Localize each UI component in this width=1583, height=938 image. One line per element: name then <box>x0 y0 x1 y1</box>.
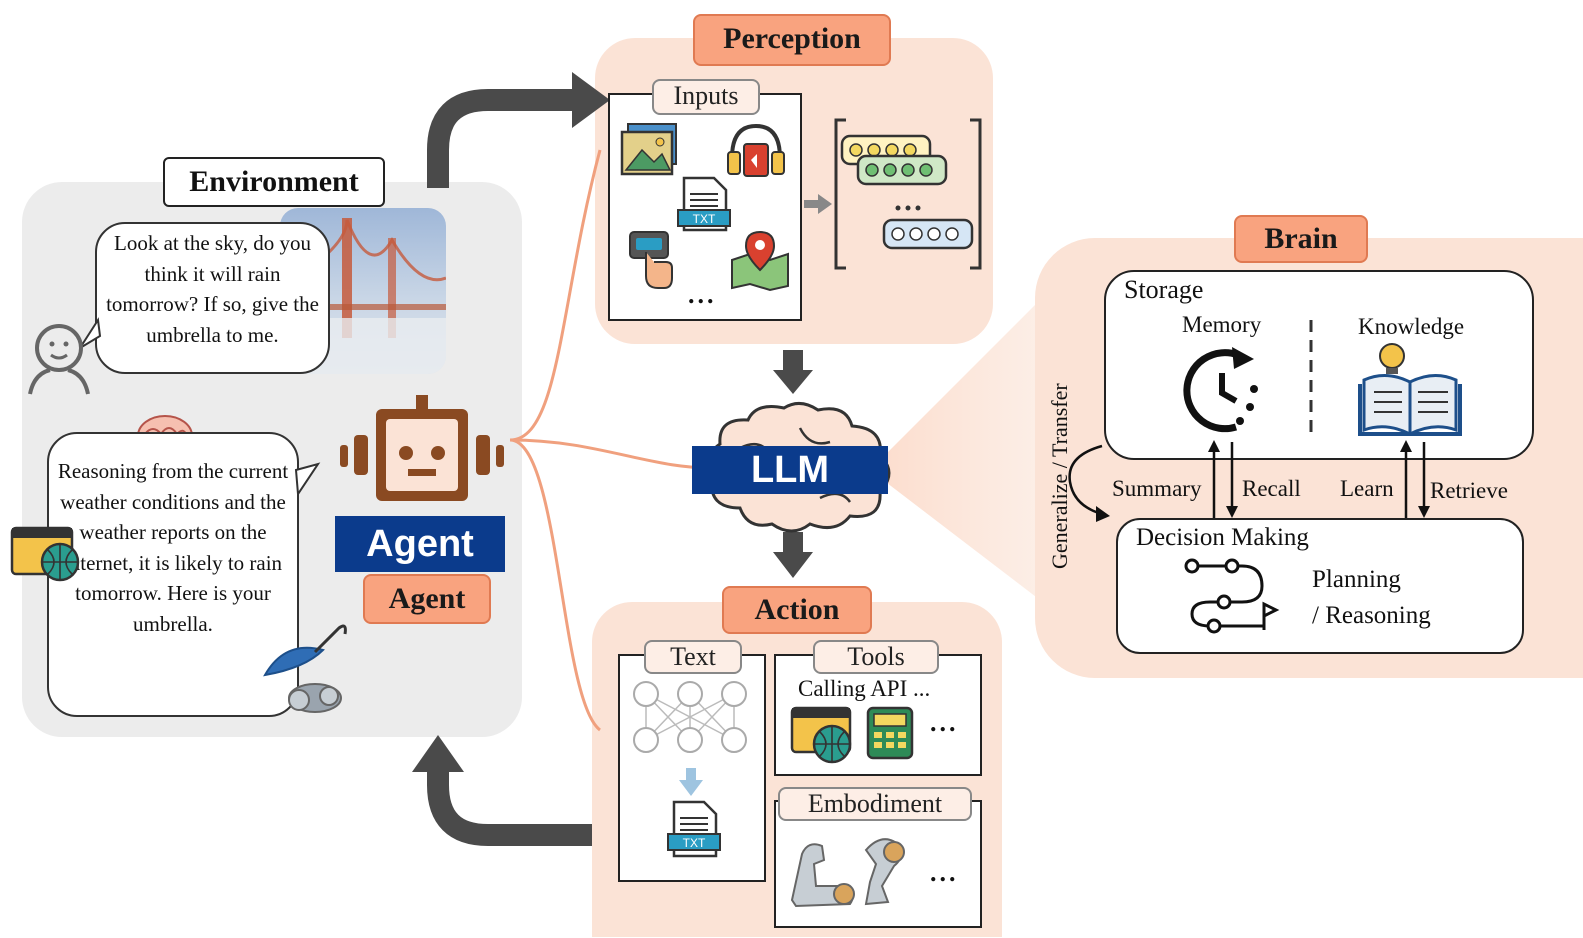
knowledge-label: Knowledge <box>1358 314 1465 339</box>
decision-making-label: Decision Making <box>1136 524 1309 551</box>
tools-ellipsis: ... <box>930 708 959 737</box>
learn-retrieve-arrows <box>1400 440 1430 518</box>
llm-label: LLM <box>692 446 888 494</box>
inputs-ellipsis: ... <box>688 280 717 309</box>
environment-title: Environment <box>163 157 385 207</box>
user-bubble-tail <box>79 317 102 349</box>
txt-file-icon-input: TXT <box>677 176 731 232</box>
action-tag: Action <box>722 586 872 634</box>
robot-agent-icon <box>340 395 504 501</box>
calling-api-text: Calling API ... <box>798 676 931 701</box>
storage-label: Storage <box>1124 275 1204 304</box>
image-gallery-icon <box>620 123 677 176</box>
txt-icon-text-input: TXT <box>693 212 716 226</box>
txt-icon-text-output: TXT <box>683 836 706 850</box>
reasoning-label: / Reasoning <box>1312 602 1431 629</box>
user-icon <box>28 324 90 395</box>
summary-label: Summary <box>1112 476 1202 501</box>
tokenize-arrow <box>804 194 832 214</box>
retrieve-label: Retrieve <box>1430 478 1508 503</box>
perception-tag: Perception <box>693 14 891 66</box>
text-down-arrow <box>679 768 703 796</box>
agent-tag: Agent <box>363 574 491 624</box>
robot-limbs-icon <box>790 838 905 908</box>
learn-label: Learn <box>1340 476 1394 501</box>
memory-clock-icon <box>1183 347 1258 433</box>
headphones-icon <box>727 123 785 177</box>
map-pin-icon <box>731 230 789 292</box>
token-vectors <box>834 118 982 270</box>
agent-bubble-tail <box>294 462 321 497</box>
touch-button-icon <box>629 231 673 289</box>
inputs-label: Inputs <box>652 79 760 115</box>
user-speech-text: Look at the sky, do you think it will ra… <box>106 231 319 347</box>
planning-label: Planning <box>1312 566 1401 593</box>
memory-label: Memory <box>1182 312 1262 337</box>
embodiment-label: Embodiment <box>778 787 972 821</box>
embodiment-ellipsis: ... <box>930 858 959 887</box>
agent-speech-bubble: Reasoning from the current weather condi… <box>47 432 299 717</box>
storage-divider <box>1309 320 1313 440</box>
recall-label: Recall <box>1242 476 1301 501</box>
web-globe-icon <box>10 526 80 582</box>
web-api-icon <box>790 706 852 764</box>
user-speech-bubble: Look at the sky, do you think it will ra… <box>95 222 330 374</box>
brain-tag: Brain <box>1234 215 1368 263</box>
summary-recall-arrows <box>1208 440 1238 518</box>
agent-overlay-label: Agent <box>335 516 505 572</box>
knowledge-book-icon <box>1358 343 1462 436</box>
tools-label: Tools <box>813 640 939 674</box>
decision-making-box <box>1116 518 1524 654</box>
calculator-icon <box>866 706 914 760</box>
storage-box <box>1104 270 1534 460</box>
umbrella-robot-arm-icon <box>263 624 347 713</box>
txt-file-icon-output: TXT <box>667 800 721 858</box>
text-action-label: Text <box>644 640 742 674</box>
neural-network-icon <box>633 681 747 753</box>
generalize-curved-arrow <box>1068 444 1110 522</box>
agent-speech-text: Reasoning from the current weather condi… <box>57 459 289 636</box>
planning-path-icon <box>1184 558 1280 634</box>
